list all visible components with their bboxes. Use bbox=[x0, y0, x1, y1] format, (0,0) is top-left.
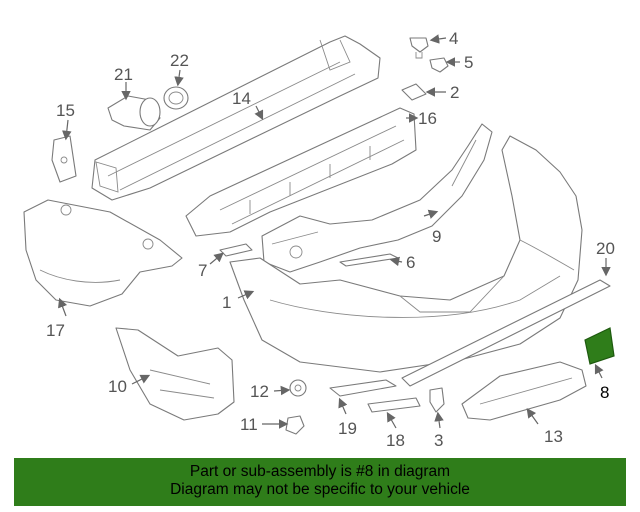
callout-17: 17 bbox=[46, 321, 65, 340]
part-5-clip bbox=[429, 57, 449, 73]
part-14-reinforcement bbox=[91, 35, 381, 201]
part-19-trim bbox=[329, 379, 397, 397]
part-7-strip bbox=[219, 243, 253, 257]
part-15-plate bbox=[51, 135, 77, 183]
callout-20: 20 bbox=[596, 239, 615, 258]
leader-lines bbox=[58, 34, 611, 429]
part-12-grommet bbox=[289, 379, 307, 397]
callout-21: 21 bbox=[114, 65, 133, 84]
part-21-sensor bbox=[107, 95, 161, 131]
callout-4: 4 bbox=[449, 29, 458, 48]
callout-22: 22 bbox=[170, 51, 189, 70]
callout-15: 15 bbox=[56, 101, 75, 120]
callout-13: 13 bbox=[544, 427, 563, 446]
part-11-bolt bbox=[285, 415, 305, 435]
callout-11: 11 bbox=[240, 415, 258, 434]
callout-8: 8 bbox=[600, 383, 609, 402]
part-22-ring bbox=[163, 86, 189, 110]
callout-2: 2 bbox=[450, 83, 459, 102]
callout-5: 5 bbox=[464, 53, 473, 72]
part-18-trim bbox=[367, 397, 421, 413]
part-9-support bbox=[261, 123, 493, 273]
part-6-strip bbox=[339, 253, 399, 267]
part-10-bracket bbox=[115, 327, 235, 421]
part-8-highlighted bbox=[584, 327, 615, 365]
part-2-pad bbox=[401, 83, 427, 101]
callout-18: 18 bbox=[386, 431, 405, 450]
callout-1: 1 bbox=[222, 293, 231, 312]
part-20-trim-strip bbox=[401, 279, 611, 387]
parts-diagram: 4 5 2 16 14 21 22 15 9 6 7 1 17 10 12 11… bbox=[23, 29, 615, 450]
banner-line-2: Diagram may not be specific to your vehi… bbox=[170, 481, 470, 498]
banner-line-1: Part or sub-assembly is #8 in diagram bbox=[189, 463, 451, 480]
callout-7: 7 bbox=[198, 261, 207, 280]
callout-9: 9 bbox=[432, 227, 441, 246]
callout-6: 6 bbox=[406, 253, 415, 272]
info-banner: Part or sub-assembly is #8 in diagram Di… bbox=[14, 458, 626, 506]
callout-14: 14 bbox=[232, 89, 251, 108]
callout-16: 16 bbox=[418, 109, 437, 128]
callout-12: 12 bbox=[250, 382, 269, 401]
callout-labels: 4 5 2 16 14 21 22 15 9 6 7 1 17 10 12 11… bbox=[46, 29, 615, 450]
callout-19: 19 bbox=[338, 419, 357, 438]
callout-3: 3 bbox=[434, 431, 443, 450]
part-4-clip bbox=[409, 37, 429, 59]
callout-10: 10 bbox=[108, 377, 127, 396]
part-3-clip bbox=[429, 387, 445, 413]
part-17-bracket bbox=[23, 199, 183, 307]
part-16-absorber bbox=[185, 107, 417, 237]
part-1-bumper-cover bbox=[229, 135, 583, 373]
part-13-diffuser bbox=[461, 361, 587, 421]
